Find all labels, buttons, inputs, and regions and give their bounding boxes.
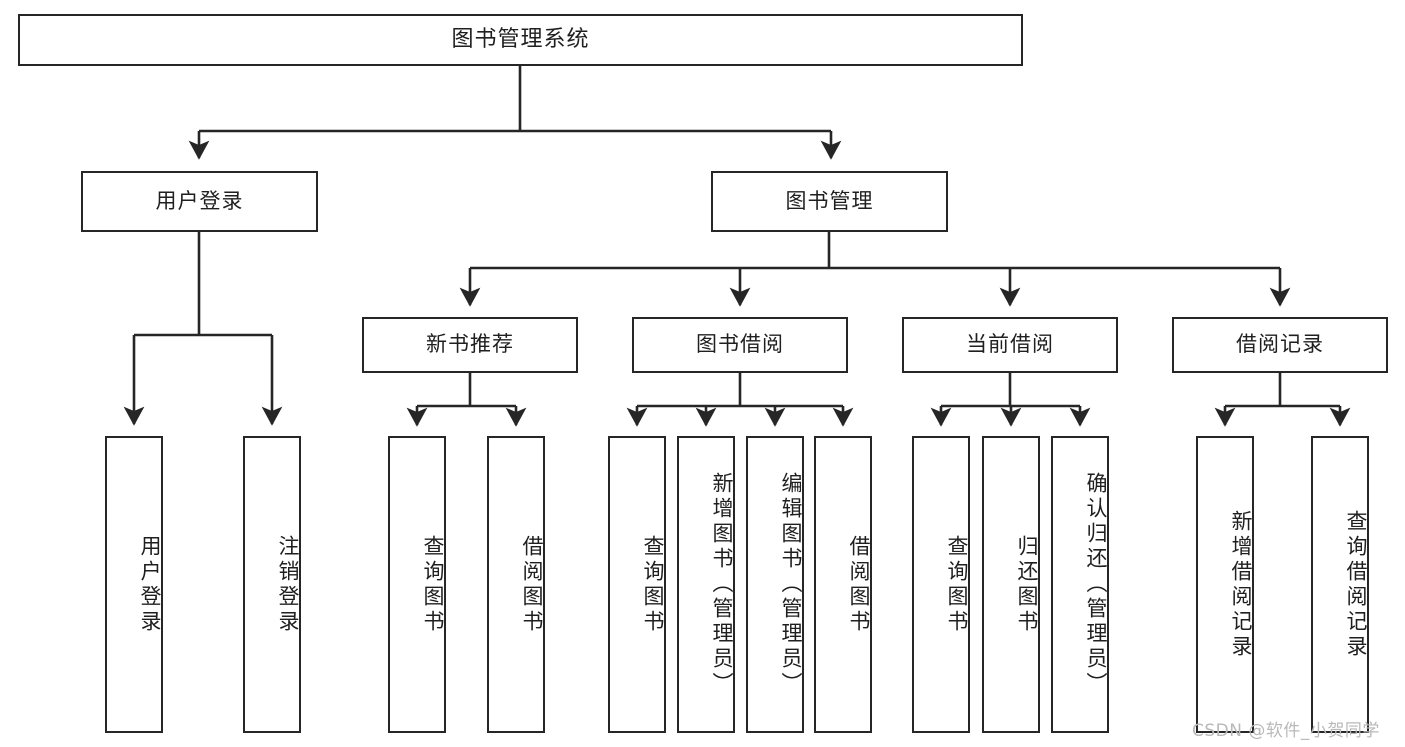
- node-leaf-query-book-2-label: 查询图书: [641, 534, 665, 635]
- node-leaf-query-book-3[interactable]: 查询图书: [912, 436, 970, 733]
- node-new-book-recommend-label: 新书推荐: [426, 332, 514, 357]
- node-leaf-query-record-label: 查询借阅记录: [1344, 509, 1368, 660]
- node-leaf-logout-login[interactable]: 注销登录: [243, 436, 301, 733]
- node-leaf-user-login[interactable]: 用户登录: [105, 436, 163, 733]
- node-leaf-user-login-label: 用户登录: [138, 534, 162, 635]
- node-book-borrow-label: 图书借阅: [696, 332, 784, 357]
- node-leaf-edit-book-label: 编辑图书（管理员）: [779, 472, 803, 697]
- node-user-login-label: 用户登录: [155, 188, 244, 213]
- node-new-book-recommend[interactable]: 新书推荐: [362, 317, 578, 373]
- node-borrow-record[interactable]: 借阅记录: [1172, 317, 1388, 373]
- node-leaf-query-book-2[interactable]: 查询图书: [608, 436, 666, 733]
- node-root-label: 图书管理系统: [451, 26, 590, 52]
- node-book-borrow[interactable]: 图书借阅: [632, 317, 848, 373]
- node-book-manage[interactable]: 图书管理: [711, 171, 948, 232]
- node-leaf-confirm-return-label: 确认归还（管理员）: [1084, 472, 1108, 697]
- node-leaf-borrow-book-2-label: 借阅图书: [847, 534, 871, 635]
- node-borrow-record-label: 借阅记录: [1236, 332, 1324, 357]
- node-leaf-add-book-label: 新增图书（管理员）: [710, 472, 734, 697]
- node-leaf-return-book[interactable]: 归还图书: [982, 436, 1040, 733]
- node-leaf-query-book-1-label: 查询图书: [421, 534, 445, 635]
- node-leaf-borrow-book-1[interactable]: 借阅图书: [487, 436, 545, 733]
- csdn-watermark: CSDN @软件_小贺同学: [1192, 721, 1380, 741]
- node-leaf-add-book[interactable]: 新增图书（管理员）: [677, 436, 735, 733]
- node-leaf-add-record[interactable]: 新增借阅记录: [1196, 436, 1254, 733]
- node-leaf-confirm-return[interactable]: 确认归还（管理员）: [1051, 436, 1109, 733]
- node-leaf-borrow-book-1-label: 借阅图书: [520, 534, 544, 635]
- node-leaf-logout-login-label: 注销登录: [276, 534, 300, 635]
- node-leaf-query-book-1[interactable]: 查询图书: [388, 436, 446, 733]
- node-root[interactable]: 图书管理系统: [18, 14, 1023, 66]
- node-user-login[interactable]: 用户登录: [81, 171, 318, 232]
- node-leaf-query-book-3-label: 查询图书: [945, 534, 969, 635]
- node-leaf-query-record[interactable]: 查询借阅记录: [1311, 436, 1369, 733]
- node-current-borrow-label: 当前借阅: [966, 332, 1054, 357]
- node-leaf-add-record-label: 新增借阅记录: [1229, 509, 1253, 660]
- node-leaf-return-book-label: 归还图书: [1015, 534, 1039, 635]
- node-book-manage-label: 图书管理: [785, 188, 874, 213]
- node-current-borrow[interactable]: 当前借阅: [902, 317, 1118, 373]
- node-leaf-borrow-book-2[interactable]: 借阅图书: [814, 436, 872, 733]
- node-leaf-edit-book[interactable]: 编辑图书（管理员）: [746, 436, 804, 733]
